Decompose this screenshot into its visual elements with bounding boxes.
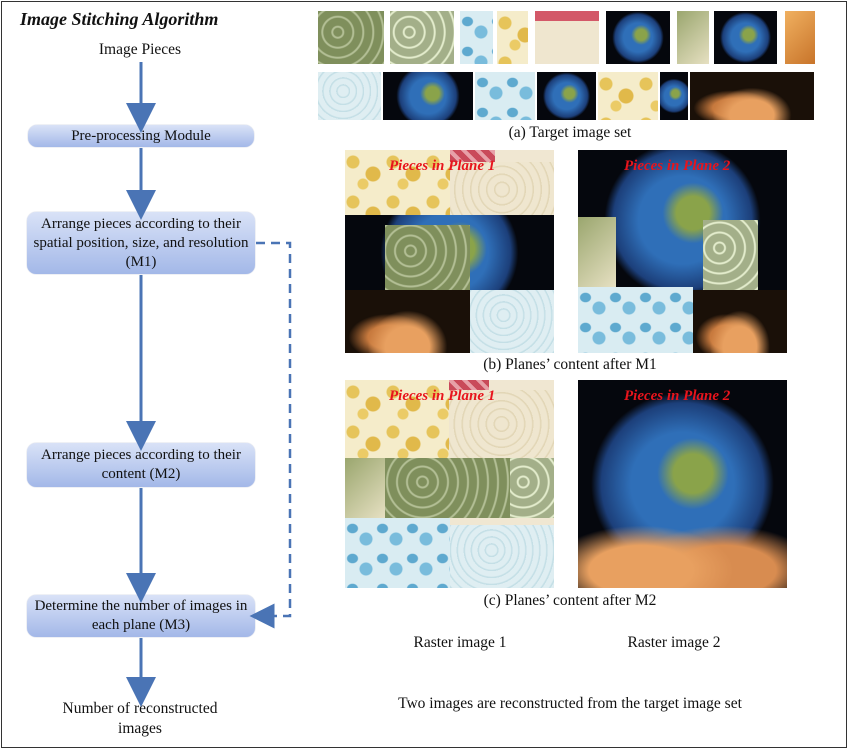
plane2-after-m2 xyxy=(578,380,787,588)
piece-green-lace xyxy=(385,225,470,290)
step-m1: Arrange pieces according to their spatia… xyxy=(27,212,255,274)
caption-a: (a) Target image set xyxy=(508,124,632,141)
thumb-image xyxy=(606,11,670,64)
thumb-image xyxy=(785,11,815,64)
plane1-label-b: Pieces in Plane 1 xyxy=(389,158,496,174)
piece-yellow-floral xyxy=(345,150,450,215)
piece-green-lace-light xyxy=(510,458,554,518)
thumb-image xyxy=(660,72,688,120)
input-label: Image Pieces xyxy=(98,41,182,58)
piece-hands xyxy=(345,290,470,353)
figure-title: Image Stitching Algorithm xyxy=(20,9,219,29)
thumb-image xyxy=(460,11,493,64)
piece-blue-floral xyxy=(578,287,693,353)
thumb-image xyxy=(598,72,658,120)
piece-blue-floral xyxy=(345,518,450,588)
thumb-image xyxy=(475,72,535,120)
plane2-label-c: Pieces in Plane 2 xyxy=(624,388,731,404)
step-m2: Arrange pieces according to their conten… xyxy=(27,443,255,487)
piece-red xyxy=(450,150,495,162)
piece-red xyxy=(449,380,489,390)
piece-cream-floral xyxy=(345,458,385,518)
raster-image-2-label: Raster image 2 xyxy=(627,634,721,651)
raster-image-1-label: Raster image 1 xyxy=(413,634,507,651)
thumb-image xyxy=(318,72,381,120)
piece-light-blue xyxy=(470,290,554,353)
plane1-label-c: Pieces in Plane 1 xyxy=(389,388,496,404)
piece-yellow-floral xyxy=(345,380,449,458)
thumb-image xyxy=(535,11,599,64)
plane1-after-m1 xyxy=(345,150,554,353)
thumb-image xyxy=(497,11,528,64)
plane2-label-b: Pieces in Plane 2 xyxy=(624,158,731,174)
thumb-image xyxy=(690,72,814,120)
thumb-image xyxy=(714,11,777,64)
step-m3: Determine the number of images in each p… xyxy=(27,595,255,637)
thumb-image xyxy=(390,11,454,64)
piece-light-blue xyxy=(450,525,554,588)
thumb-image xyxy=(677,11,709,64)
thumb-image xyxy=(318,11,384,64)
piece-cream xyxy=(449,390,554,458)
thumb-image xyxy=(537,72,596,120)
plane2-after-m1 xyxy=(578,150,787,353)
step-preprocessing: Pre-processing Module xyxy=(28,125,254,147)
piece-cream xyxy=(450,162,554,217)
caption-c: (c) Planes’ content after M2 xyxy=(483,592,657,609)
plane1-after-m2 xyxy=(345,380,554,588)
piece-cream-floral xyxy=(578,217,616,287)
thumb-image xyxy=(383,72,473,120)
output-label: Number of reconstructed images xyxy=(62,700,218,737)
caption-b: (b) Planes’ content after M1 xyxy=(483,356,657,373)
piece-green-lace xyxy=(703,220,758,290)
piece-hands xyxy=(693,290,787,353)
dashed-bypass-arrow xyxy=(249,241,292,629)
summary-text: Two images are reconstructed from the ta… xyxy=(398,695,742,712)
piece-green-lace xyxy=(385,458,510,518)
piece-hands xyxy=(578,500,787,588)
